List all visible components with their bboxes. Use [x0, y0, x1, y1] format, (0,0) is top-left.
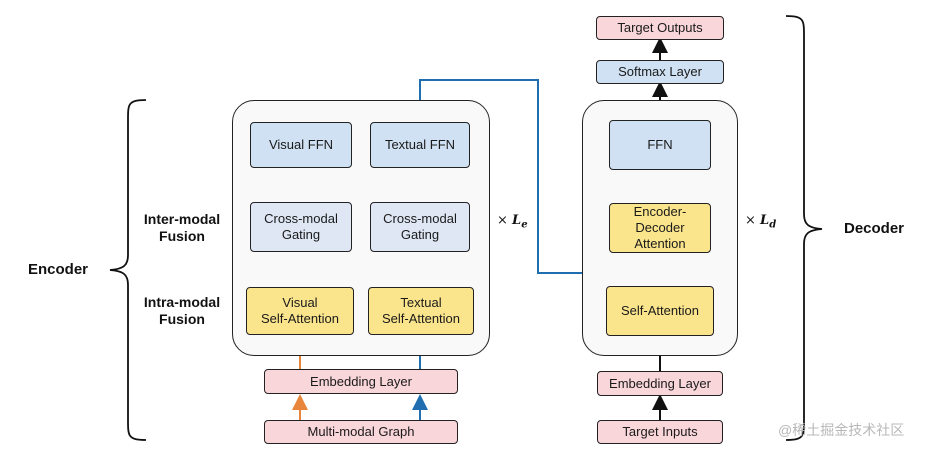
- encoder-label: Encoder: [28, 261, 89, 278]
- encoder-embedding-layer-label: Embedding Layer: [310, 373, 412, 389]
- decoder-repeat-sub: d: [769, 219, 777, 231]
- textual-ffn-box: Textual FFN: [370, 122, 470, 168]
- encoder-repeat-symbol: ×: [497, 213, 508, 228]
- encoder-repeat-label: × Le: [497, 213, 528, 231]
- watermark-text: @稀土掘金技术社区: [778, 422, 905, 438]
- decoder-repeat-var: L: [760, 213, 770, 228]
- cross-modal-gating-left-box: Cross-modal Gating: [250, 202, 352, 252]
- visual-ffn-label: Visual FFN: [268, 137, 334, 152]
- target-inputs-box: Target Inputs: [597, 420, 723, 444]
- decoder-label: Decoder: [844, 220, 905, 237]
- cross-modal-gating-right-label: Cross-modal Gating: [383, 211, 457, 242]
- encoder-repeat-var: L: [512, 213, 522, 228]
- decoder-self-attention-box: Self-Attention: [606, 286, 714, 336]
- cross-modal-gating-left-label: Cross-modal Gating: [264, 211, 338, 242]
- intra-modal-fusion-label: Intra-modal Fusion: [143, 294, 221, 327]
- visual-self-attention-label: Visual Self-Attention: [260, 295, 340, 326]
- multi-modal-graph-label: Multi-modal Graph: [307, 424, 415, 439]
- target-inputs-label: Target Inputs: [622, 424, 698, 439]
- visual-ffn-box: Visual FFN: [250, 122, 352, 168]
- cross-modal-gating-right-box: Cross-modal Gating: [370, 202, 470, 252]
- decoder-self-attention-label: Self-Attention: [620, 303, 700, 318]
- visual-self-attention-box: Visual Self-Attention: [246, 287, 354, 335]
- target-outputs-label: Target Outputs: [617, 20, 703, 35]
- encoder-repeat-sub: e: [521, 219, 528, 231]
- textual-ffn-label: Textual FFN: [384, 137, 456, 152]
- encoder-decoder-attention-box: Encoder- Decoder Attention: [609, 203, 711, 253]
- decoder-ffn-label: FFN: [647, 137, 673, 152]
- decoder-embedding-layer-label: Embedding Layer: [609, 375, 711, 391]
- decoder-embedding-layer-box: Embedding Layer: [597, 371, 723, 396]
- inter-modal-fusion-label: Inter-modal Fusion: [143, 211, 221, 244]
- encoder-brace: [109, 99, 147, 441]
- encoder-decoder-attention-label: Encoder- Decoder Attention: [633, 204, 687, 251]
- encoder-embedding-layer-box: Embedding Layer: [264, 369, 458, 394]
- multi-modal-graph-box: Multi-modal Graph: [264, 420, 458, 444]
- target-outputs-box: Target Outputs: [596, 16, 724, 40]
- softmax-layer-box: Softmax Layer: [596, 60, 724, 84]
- textual-self-attention-label: Textual Self-Attention: [381, 295, 461, 326]
- decoder-brace: [785, 15, 823, 441]
- decoder-repeat-label: × Ld: [745, 213, 776, 231]
- decoder-ffn-box: FFN: [609, 120, 711, 170]
- softmax-layer-label: Softmax Layer: [618, 64, 702, 79]
- decoder-repeat-symbol: ×: [745, 213, 756, 228]
- textual-self-attention-box: Textual Self-Attention: [368, 287, 474, 335]
